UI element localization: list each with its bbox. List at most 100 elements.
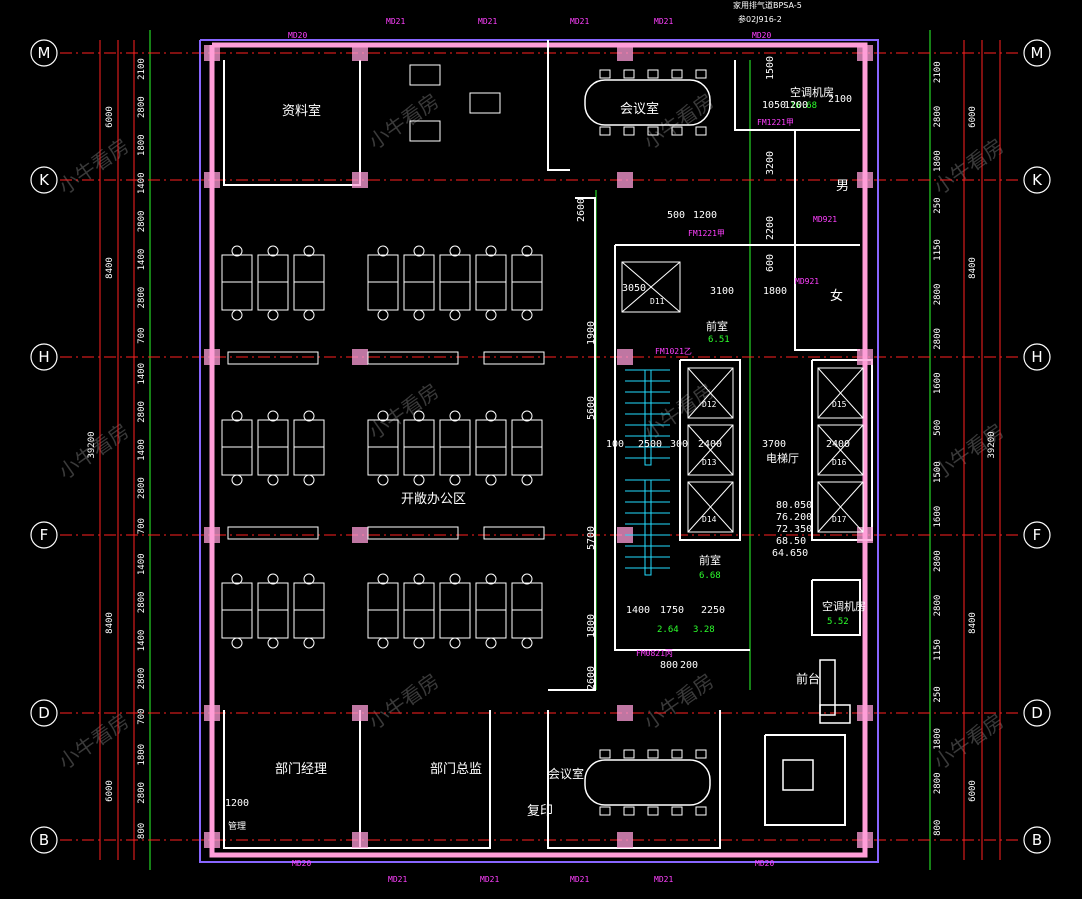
wc-walls: [794, 130, 860, 351]
dim-left-seg-2: 1800: [137, 134, 147, 156]
dim-right-seg-8: 500: [933, 420, 943, 436]
inner-dimensions: 2600 1900 5600 5700 1800 2600 500 1200 3…: [225, 56, 852, 809]
elevator-ids: D12 D13 D14 D15 D16 D17 D11: [650, 297, 847, 524]
door-tag-top-2: MD21: [386, 17, 405, 26]
desk-chair-bottom-1-0-2: [303, 474, 315, 486]
axis-bubble-K-left: [30, 166, 58, 194]
dim-left-seg-3: 1400: [137, 172, 147, 194]
chair-bottom-upper-1: [623, 749, 635, 759]
chair-top-lower-4: [695, 126, 707, 136]
room-label-archive: 资料室: [282, 103, 321, 119]
door-tag-fm1221: FM1221甲: [757, 118, 794, 127]
elev-id-2: D13: [702, 458, 717, 467]
column-1-1: [352, 172, 368, 188]
dim-inner-k: 1800: [763, 286, 787, 297]
desk-chair-bottom-2-0-0: [231, 637, 243, 649]
cabinet-2: [483, 351, 545, 365]
axis-bubble-label-B-left: B: [39, 831, 49, 849]
desk-chair-top-1-0-1: [267, 410, 279, 422]
dim-left-seg-0: 2100: [137, 58, 147, 80]
axis-bubble-D-right: [1023, 699, 1051, 727]
desk-chair-top-2-1-3: [485, 573, 497, 585]
dim-inner-r: 1750: [660, 605, 684, 616]
dim-left-seg-19: 2800: [137, 782, 147, 804]
dim-right-seg-13: 1150: [933, 639, 943, 661]
column-4-2: [617, 705, 633, 721]
chair-bottom-upper-3: [671, 749, 683, 759]
elevator-cross-b-4: [817, 424, 864, 476]
desk-chair-bottom-2-0-1: [267, 637, 279, 649]
desk-chair-top-1-1-0: [377, 410, 389, 422]
meeting-chairs: [599, 69, 707, 816]
room-label-copy: 复印: [527, 804, 553, 819]
elevation-4: 68.50: [776, 536, 806, 547]
desk-chair-bottom-2-1-4: [521, 637, 533, 649]
desk-chair-top-2-0-0: [231, 573, 243, 585]
dim-inner-f: 2600: [586, 666, 597, 690]
outer-walls: [209, 42, 868, 858]
desk-chair-top-0-1-2: [449, 245, 461, 257]
column-0-3: [857, 45, 873, 61]
dim-left-seg-14: 2800: [137, 592, 147, 614]
axis-bubble-label-M-right: M: [1031, 44, 1044, 62]
dim-inner-ac: 1500: [765, 56, 776, 80]
elevator-shaft-1: [687, 424, 734, 476]
front-desk-counter: [819, 659, 836, 716]
room-label-meeting-top: 会议室: [620, 101, 659, 117]
dim-inner-ad: 100: [606, 439, 624, 450]
dim-inner-e: 1800: [586, 614, 597, 638]
dim-left-seg-1: 2800: [137, 96, 147, 118]
desk-chair-top-0-1-0: [377, 245, 389, 257]
dim-left-seg-11: 2800: [137, 477, 147, 499]
column-0-0: [204, 45, 220, 61]
column-1-3: [857, 172, 873, 188]
dim-right-group-1: 8400: [968, 257, 978, 279]
top-desk-1: [469, 92, 501, 114]
room-label-ac-top: 空调机房: [790, 85, 834, 99]
elev-id-4: D15: [832, 400, 847, 409]
chair-bottom-upper-4: [695, 749, 707, 759]
desk-chair-top-2-1-1: [413, 573, 425, 585]
dim-right-total: 39200: [987, 431, 997, 458]
door-tag-bottom-5: MD21: [654, 875, 673, 884]
elevator-cross-b-3: [817, 367, 864, 419]
meeting-top-left-wall: [547, 40, 570, 171]
elevator-shafts: [621, 261, 864, 533]
area-vestibule-mid: 6.68: [699, 571, 721, 581]
column-3-1: [352, 527, 368, 543]
perimeter-wall: [209, 42, 868, 858]
desk-chair-bottom-0-0-1: [267, 309, 279, 321]
desk-chair-top-0-0-2: [303, 245, 315, 257]
dim-left-seg-8: 1400: [137, 363, 147, 385]
column-2-2: [617, 349, 633, 365]
axis-bubble-B-right: [1023, 826, 1051, 854]
dim-left-seg-4: 2800: [137, 211, 147, 233]
door-tag-fm1221-b: FM1221甲: [688, 229, 725, 238]
dim-left-seg-9: 2800: [137, 401, 147, 423]
axis-bubble-label-M-left: M: [38, 44, 51, 62]
elev-id-5: D16: [832, 458, 847, 467]
door-tag-bottom-4: MD21: [570, 875, 589, 884]
axis-bubble-label-H-right: H: [1031, 348, 1042, 366]
axis-bubble-F-right: [1023, 521, 1051, 549]
meeting-table-top: [584, 79, 711, 126]
dim-inner-u: 1200: [784, 100, 808, 111]
axis-bubble-label-D-right: D: [1031, 704, 1043, 722]
desk-chair-bottom-1-0-1: [267, 474, 279, 486]
desk-chair-bottom-0-1-4: [521, 309, 533, 321]
elevator-cross-b-1: [687, 424, 734, 476]
door-tag-bottom-6: MD20: [755, 859, 774, 868]
cabinet-0: [227, 351, 319, 365]
chair-top-upper-4: [695, 69, 707, 79]
elevator-shaft-0: [687, 367, 734, 419]
axis-bubble-label-H-left: H: [38, 348, 49, 366]
area-vestibule-top: 6.51: [708, 335, 730, 345]
dim-right-seg-1: 2800: [933, 106, 943, 128]
desk-chair-bottom-2-1-2: [449, 637, 461, 649]
column-5-1: [352, 832, 368, 848]
cabinet-5: [227, 526, 319, 540]
dim-right-seg-9: 1500: [933, 461, 943, 483]
desk-chair-bottom-1-1-0: [377, 474, 389, 486]
desk-chair-top-0-1-3: [485, 245, 497, 257]
